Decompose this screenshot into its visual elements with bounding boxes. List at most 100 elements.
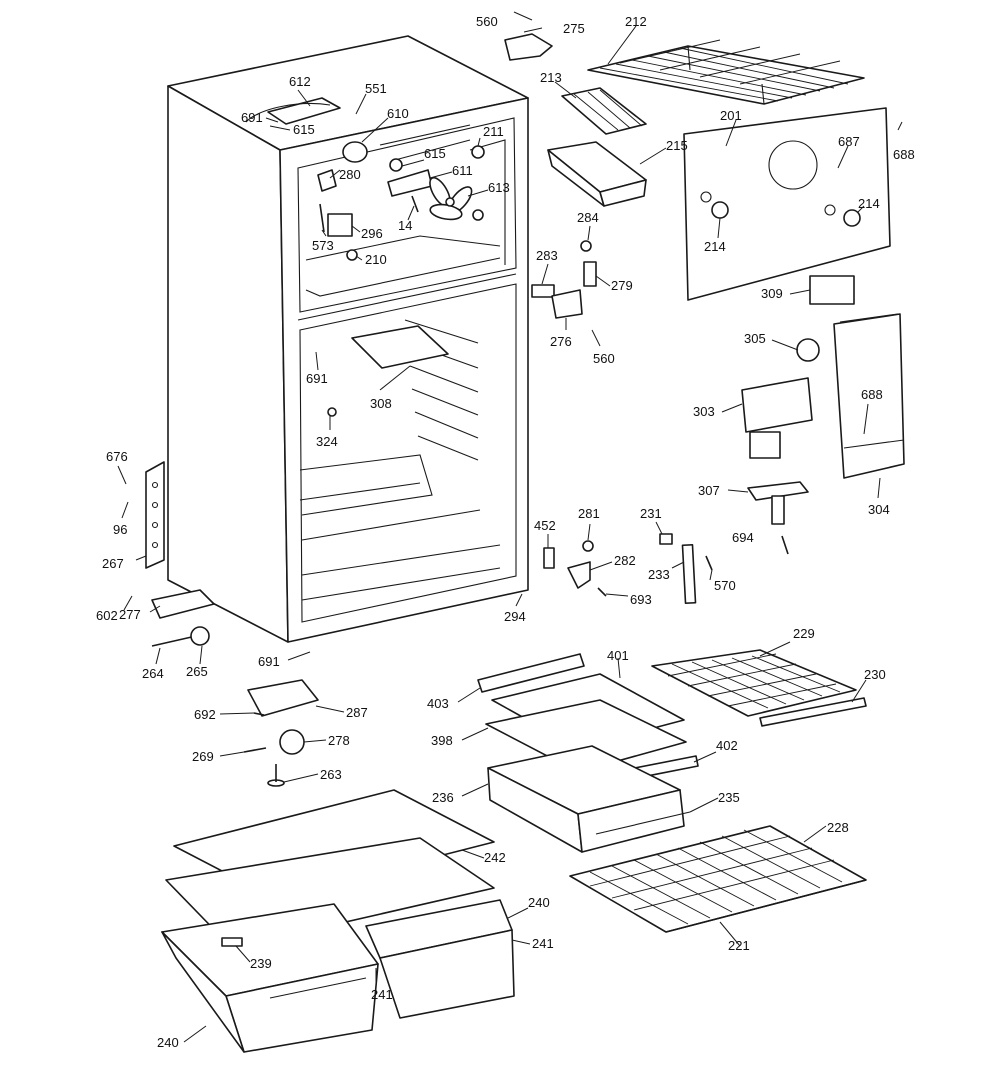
callout-label: 304	[868, 502, 890, 517]
thermostat-610	[342, 141, 368, 163]
grommet	[472, 209, 484, 221]
callout-label: 279	[611, 278, 633, 293]
callout-label: 610	[387, 106, 409, 121]
screw-694	[781, 535, 789, 555]
screw-570	[705, 555, 713, 571]
screw-693	[597, 587, 607, 597]
callout-label: 96	[113, 522, 127, 537]
ice-tray-213	[561, 87, 647, 135]
callout-label: 694	[732, 530, 754, 545]
callout-label: 269	[192, 749, 214, 764]
bracket-283	[531, 284, 555, 298]
callout-label: 452	[534, 518, 556, 533]
washer-281	[582, 540, 594, 552]
bottom-pan-assembly	[161, 789, 515, 1053]
callout-label: 213	[540, 70, 562, 85]
callout-label: 305	[744, 331, 766, 346]
callout-label: 403	[427, 696, 449, 711]
callout-label: 240	[157, 1035, 179, 1050]
callout-label: 324	[316, 434, 338, 449]
callout-label: 283	[536, 248, 558, 263]
freezer-compartment-opening	[297, 117, 517, 313]
freezer-shelf-212	[587, 39, 865, 105]
ice-bucket-215	[547, 141, 647, 207]
callout-label: 275	[563, 21, 585, 36]
callout-label: 240	[528, 895, 550, 910]
callout-label: 278	[328, 733, 350, 748]
callout-label: 688	[861, 387, 883, 402]
plug-211	[471, 145, 485, 159]
callout-label: 691	[241, 110, 263, 125]
callout-label: 276	[550, 334, 572, 349]
callout-label: 613	[488, 180, 510, 195]
callout-label: 692	[194, 707, 216, 722]
callout-label: 688	[893, 147, 915, 162]
hinge-276	[551, 289, 583, 319]
callout-label: 280	[339, 167, 361, 182]
callout-leaders	[117, 11, 903, 1043]
trim-403	[477, 653, 585, 693]
bracket-452	[543, 547, 555, 569]
screw-14	[411, 195, 419, 213]
callout-label: 309	[761, 286, 783, 301]
callout-label: 233	[648, 567, 670, 582]
callout-label: 691	[258, 654, 280, 669]
evaporator-fan-613	[429, 176, 473, 221]
bushing-615	[389, 158, 403, 172]
cabinet-assembly	[145, 35, 529, 647]
callout-label: 282	[614, 553, 636, 568]
crisper-guide-307	[747, 481, 809, 525]
callout-label: 398	[431, 733, 453, 748]
middle-small-parts	[543, 533, 713, 605]
callout-label: 281	[578, 506, 600, 521]
callout-label: 230	[864, 667, 886, 682]
callout-label: 676	[106, 449, 128, 464]
freezer-components	[245, 97, 485, 417]
callout-label: 242	[484, 850, 506, 865]
knob-305	[796, 338, 820, 362]
wire-shelf-229	[651, 649, 857, 717]
callout-label: 212	[625, 14, 647, 29]
harness	[245, 102, 331, 123]
clip-231	[659, 533, 673, 545]
callout-label: 303	[693, 404, 715, 419]
switch-324	[327, 407, 337, 417]
light-shield-308	[351, 325, 449, 369]
callout-label: 573	[312, 238, 334, 253]
callout-label: 210	[365, 252, 387, 267]
door-hinge-left	[145, 461, 165, 569]
callout-label: 264	[142, 666, 164, 681]
callout-label: 296	[361, 226, 383, 241]
pin-279	[583, 261, 597, 287]
callout-label: 287	[346, 705, 368, 720]
washer-284	[580, 240, 592, 252]
callout-label: 560	[476, 14, 498, 29]
callout-label: 239	[250, 956, 272, 971]
evaporator-cover-201	[683, 107, 891, 301]
callout-label: 612	[289, 74, 311, 89]
hinge-275	[504, 33, 553, 61]
callout-label: 201	[720, 108, 742, 123]
screw-210	[346, 249, 358, 261]
screw-692	[253, 712, 265, 716]
callout-label: 214	[858, 196, 880, 211]
callout-label: 14	[398, 218, 412, 233]
callout-label: 241	[532, 936, 554, 951]
callout-label: 284	[577, 210, 599, 225]
callout-label: 551	[365, 81, 387, 96]
rail-233	[681, 543, 697, 605]
callout-label: 229	[793, 626, 815, 641]
callout-label: 236	[432, 790, 454, 805]
callout-label: 215	[666, 138, 688, 153]
upper-right-parts	[504, 33, 905, 555]
callout-label: 211	[483, 124, 504, 139]
callout-labels: 560 275 212 612 551 691 615 610 213 201 …	[96, 14, 915, 1050]
cabinet-side-panel	[167, 85, 289, 643]
callout-label: 560	[593, 351, 615, 366]
callout-label: 615	[424, 146, 446, 161]
mullion	[297, 273, 517, 321]
rail-230	[759, 697, 867, 727]
shelf-and-crisper-assembly	[477, 649, 867, 933]
callout-label: 265	[186, 664, 208, 679]
